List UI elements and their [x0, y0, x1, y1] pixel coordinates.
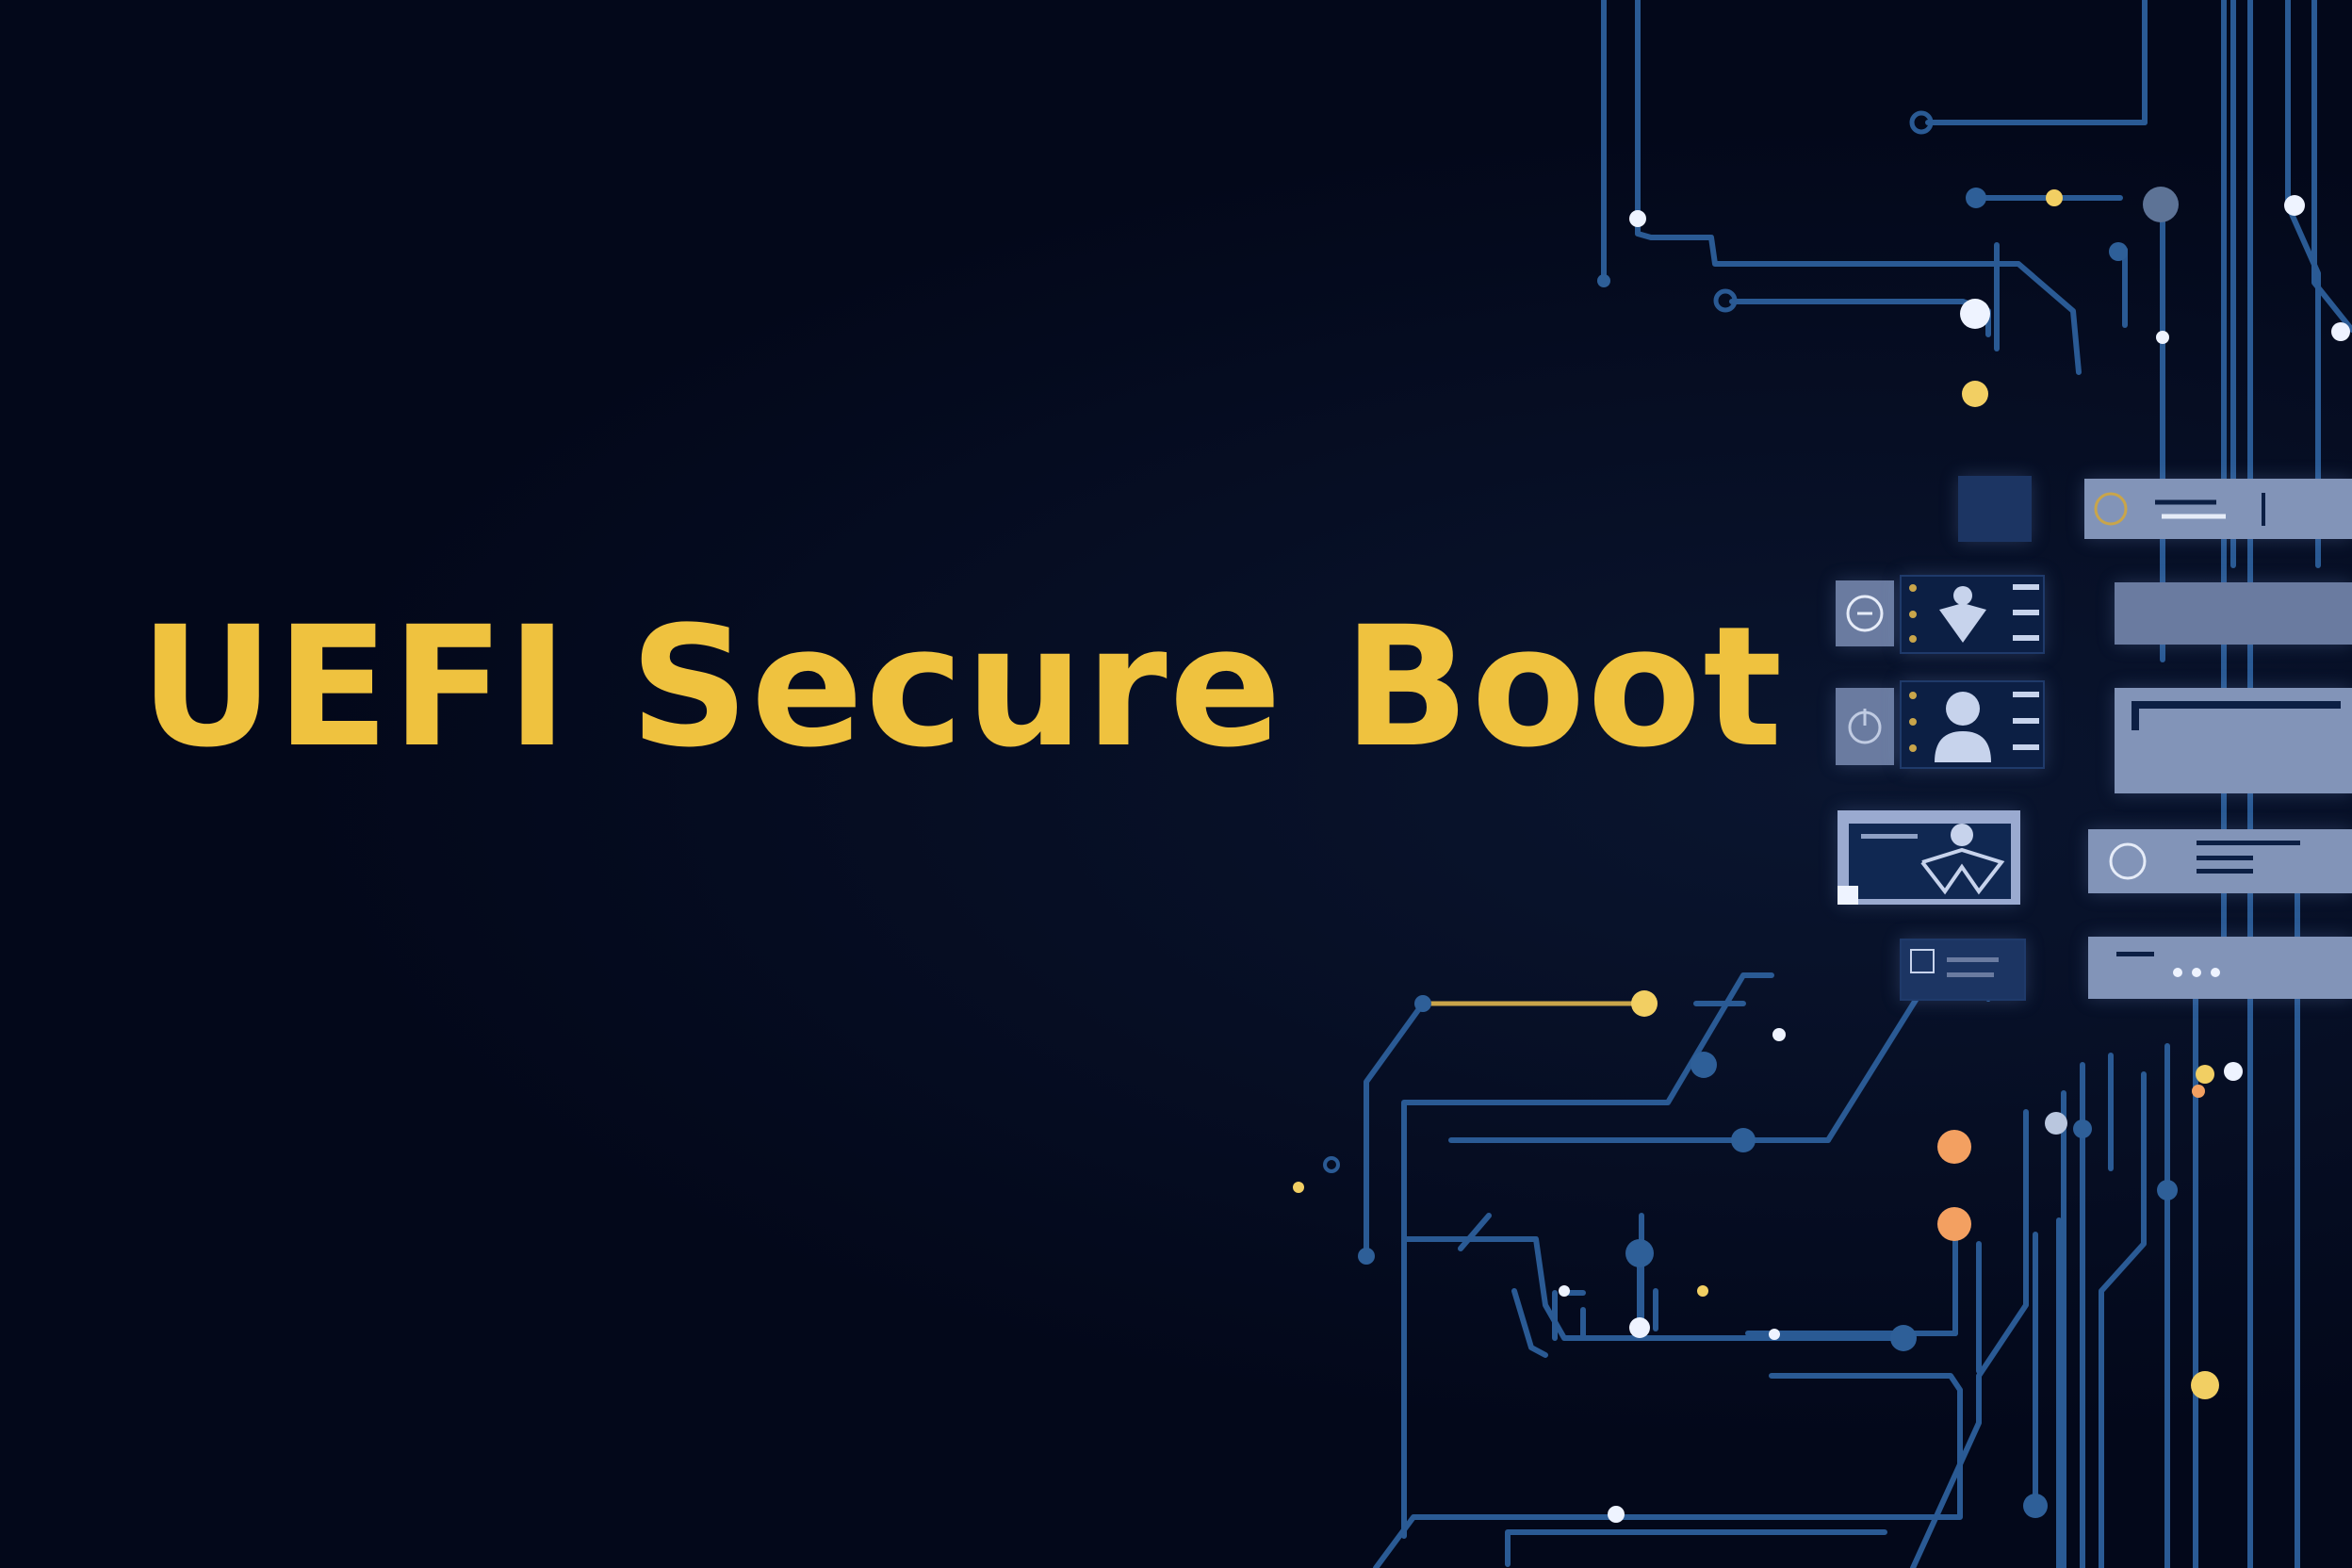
circuit-traces: [1364, 0, 2352, 1568]
power-icon: [1836, 688, 1894, 765]
triangle-badge-icon: [2088, 829, 2352, 893]
panel-dots: [2088, 937, 2352, 999]
panel-empty-frame: [2115, 688, 2352, 793]
panel-label-chip: [1958, 476, 2032, 542]
gear-icon: [1836, 580, 1894, 646]
panel-key: [2084, 479, 2352, 539]
circuit-nodes: [1293, 110, 2350, 1523]
user-icon: [1900, 680, 2045, 769]
page-title: UEFI Secure Boot: [139, 591, 1785, 784]
person-network-icon: [1838, 810, 2020, 905]
heart-user-icon: [1900, 575, 2045, 654]
panel-signal: [2115, 582, 2352, 645]
chip-icon: [1900, 939, 2026, 1001]
key-icon: [2094, 492, 2265, 526]
